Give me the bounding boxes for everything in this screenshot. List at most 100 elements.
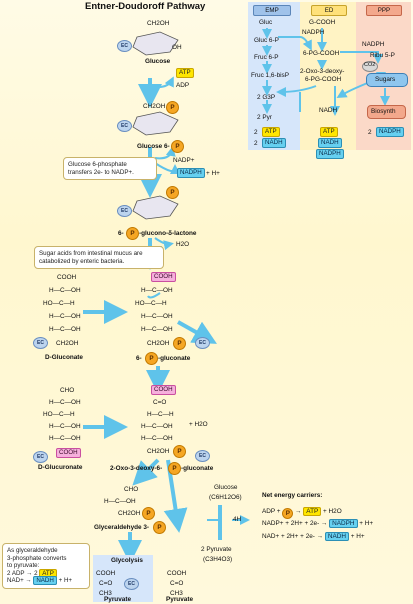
note3-line2: 3-phosphate converts [7, 554, 67, 562]
enzyme-icon-4: EC [33, 337, 48, 349]
d-glucuronate-row4: H—C—OH [49, 435, 81, 442]
ed-nadph: NADPH [302, 29, 325, 36]
phosphate-p-gluconate: P [145, 352, 158, 365]
d-glucuronate-cho: CHO [60, 387, 75, 394]
p-gluconate-cooh: COOH [151, 272, 176, 282]
pyruvate-formula: (C3H4O3) [203, 556, 233, 563]
net-title: Net energy carriers: [262, 492, 323, 499]
pyr2-cooh: COOH [167, 570, 187, 577]
glucose-ring [132, 31, 179, 56]
emp-gluc: Gluc [259, 19, 273, 26]
pyr2-ch3: CH3 [170, 590, 183, 597]
ed-nadh-badge: NADH [318, 138, 342, 148]
emp-nadh-badge: NADH [262, 138, 286, 148]
four-h: 4H [233, 516, 242, 523]
enzyme-icon-6: EC [33, 451, 48, 463]
page-title: Entner-Doudoroff Pathway [85, 1, 206, 12]
emp-gluc6p: Gluc 6-P [254, 37, 279, 44]
gly-ch2o: CH2OH [118, 510, 141, 517]
ed-atp-badge: ATP [320, 127, 338, 137]
lactone-suffix: -glucono-δ-lactone [139, 230, 197, 237]
ppp-header: PPP [366, 5, 402, 16]
note3-adp-line: 2 ADP → 2 ATP [7, 568, 85, 578]
emp-g3p: 2 G3P [257, 94, 276, 101]
phosphate-oxo-tail: P [173, 445, 186, 458]
phosphate-g6p-top: P [166, 101, 179, 114]
ppp-nadph-badge: NADPH [376, 127, 404, 137]
emp-atp-badge: ATP [262, 127, 280, 137]
net-nad-line: NAD+ + 2H+ + 2e- → NADH + H+ [262, 532, 365, 541]
enzyme-icon-3: EC [117, 205, 132, 217]
oxo-row4: H—C—OH [141, 435, 173, 442]
sugars-box [366, 73, 408, 87]
gly-hcoh: H—C—OH [104, 498, 136, 505]
ppp-biosynth: Biosynth [371, 108, 396, 115]
g6p-label: Glucose 6- [137, 143, 170, 150]
ppp-nadph: NADPH [362, 41, 385, 48]
pyr-ch3: CH3 [99, 590, 112, 597]
note3-nad-line: NAD+ → NADH + H+ [7, 576, 73, 586]
ed-gcooh: G-COOH [309, 19, 336, 26]
adp-label: ADP [176, 82, 190, 89]
note3-line3: to pyruvate: [7, 562, 40, 570]
nadph-badge: NADPH [177, 168, 205, 178]
ppp-nadph-n: 2 [368, 129, 372, 136]
emp-header: EMP [253, 5, 291, 16]
d-gluconate-row4: H—C—OH [49, 326, 81, 333]
enzyme-icon-5: EC [195, 337, 210, 349]
ed-nadph-badge: NADPH [316, 149, 344, 159]
pyr2-co: C=O [170, 580, 184, 587]
glucose-ch2oh: CH2OH [147, 20, 170, 27]
p-gluconate-row3: H—C—OH [141, 313, 173, 320]
emp-fruc6p: Fruc 6-P [254, 54, 279, 61]
oxo-label-prefix: 2-Oxo-3-deoxy-6- [110, 465, 163, 472]
pyr-co: C=O [99, 580, 113, 587]
pyr-cooh: COOH [96, 570, 116, 577]
gly-cho: CHO [124, 486, 139, 493]
nadp-plus: NADP+ [173, 157, 195, 164]
pathway-comparison-panel: EMP ED PPP [248, 2, 411, 150]
oxo-label-suffix: -gluconate [181, 465, 214, 472]
ed-column-bg [300, 2, 356, 150]
note-g6p: Glucose 6-phosphate transfers 2e- to NAD… [63, 157, 157, 181]
p-gluconate-row4: H—C—OH [141, 326, 173, 333]
ed-header: ED [311, 5, 347, 16]
d-glucuronate-row3: H—C—OH [49, 423, 81, 430]
two-pyruvate: 2 Pyruvate [201, 546, 232, 553]
ed-oxo2: 6-PG-COOH [305, 76, 342, 83]
oxo-row2: H—C—H [147, 411, 174, 418]
d-glucuronate-row1: H—C—OH [49, 399, 81, 406]
atp-badge: ATP [176, 68, 194, 78]
pyruvate2-label: Pyruvate [166, 596, 193, 603]
d-glucuronate-cooh: COOH [56, 448, 81, 458]
phosphate-ga3p: P [153, 521, 166, 534]
note-sugar-acids: Sugar acids from intestinal mucus are ca… [34, 246, 164, 270]
lactone-prefix: 6- [118, 230, 124, 237]
ed-nadh-mid: NADH [319, 107, 338, 114]
d-glucuronate-row2: HO—C—H [43, 411, 75, 418]
p-gluconate-ch2o: CH2OH [147, 340, 170, 347]
net-adp-line: ADP + P → ATP + H2O [262, 507, 342, 519]
glucose-oh: OH [172, 44, 182, 51]
phosphate-g6p: P [171, 140, 184, 153]
plus-h2o: + H2O [189, 421, 208, 428]
ed-pgcooh: 6-PG-COOH [303, 50, 340, 57]
d-gluconate-row3: H—C—OH [49, 313, 81, 320]
p-gluconate-suffix: -gluconate [158, 355, 191, 362]
phosphate-oxo: P [168, 462, 181, 475]
enzyme-icon-2: EC [117, 120, 132, 132]
d-gluconate-ch2oh: CH2OH [56, 340, 79, 347]
ppp-co2: CO2 [364, 62, 376, 68]
emp-nadh-n: 2 [254, 140, 258, 147]
plus-h: + H+ [206, 170, 220, 177]
glycolysis-label: Glycolysis [111, 557, 143, 564]
oxo-ch2o: CH2OH [147, 448, 170, 455]
glycolysis-box [93, 555, 153, 602]
ed-oxo1: 2-Oxo-3-deoxy- [300, 68, 345, 75]
d-gluconate-row1: H—C—OH [49, 287, 81, 294]
ppp-sugars: Sugars [375, 76, 396, 83]
glucose-label: Glucose [145, 58, 171, 65]
enzyme-icon-7: EC [195, 450, 210, 462]
biosynth-box [367, 105, 406, 119]
